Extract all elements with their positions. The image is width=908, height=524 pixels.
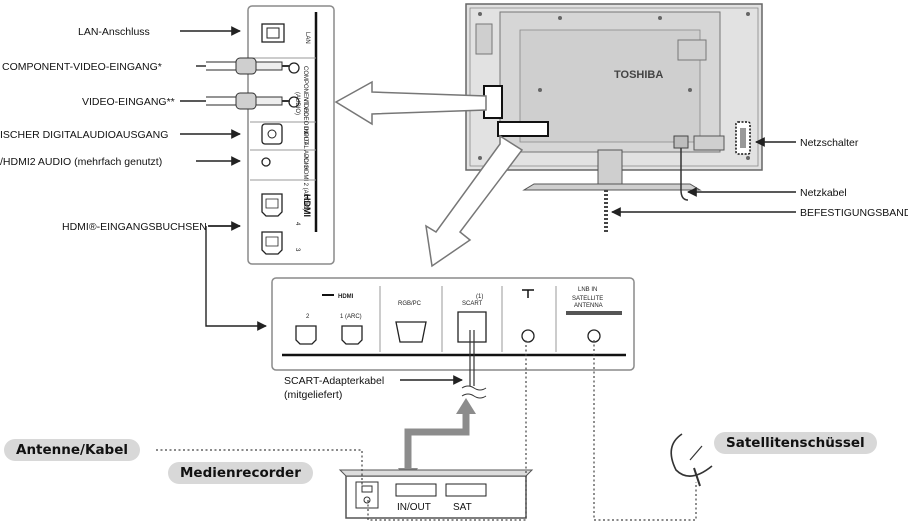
bottom-label-lnb: LNB IN <box>578 287 597 293</box>
tv-back-view: TOSHIBA <box>465 3 763 232</box>
lan-port <box>261 23 285 43</box>
side-label-lan: LAN <box>304 32 310 44</box>
satellite-dish <box>670 433 713 487</box>
digital-audio-port <box>261 123 283 145</box>
scart-port <box>457 311 487 343</box>
power-cable <box>680 148 689 201</box>
badge-satellite-dish: Satellitenschüssel <box>714 432 877 454</box>
bottom-terminal-panel: HDMI 2 1 (ARC) RGB/PC (1) SCART LNB IN S… <box>271 277 635 371</box>
side-port-3: 3 <box>294 248 300 252</box>
video-cable-plug <box>206 92 290 110</box>
bottom-label-scart: SCART <box>462 301 483 307</box>
label-power-switch: Netzschalter <box>800 137 859 149</box>
scart-cable <box>461 330 487 399</box>
side-panel-arrow <box>334 80 487 126</box>
label-strap: BEFESTIGUNGSBAND <box>800 207 908 219</box>
label-hdmi2-audio: /HDMI2 AUDIO (mehrfach genutzt) <box>0 156 162 168</box>
recorder-label-inout: IN/OUT <box>397 502 431 513</box>
label-digital-audio: ISCHER DIGITALAUDIOAUSGANG <box>0 129 168 141</box>
hdmi-port-3 <box>261 231 283 255</box>
component-cable-plug <box>206 57 290 75</box>
badge-media-recorder: Medienrecorder <box>168 462 313 484</box>
label-scart-cable-1: SCART-Adapterkabel <box>284 375 384 387</box>
recorder-scart-sat <box>445 483 487 497</box>
hdmi-port-2 <box>295 325 317 345</box>
bottom-panel-arrow <box>425 134 524 268</box>
side-label-audio: (AUDIO) <box>294 92 300 115</box>
satellite-dotted-cable <box>593 340 697 521</box>
side-label-component: COMPONENT VIDEO INPUT <box>302 66 308 145</box>
bottom-label-scart-num: (1) <box>476 294 483 300</box>
antenna-port <box>521 329 535 343</box>
hdmi-port-4 <box>261 193 283 217</box>
label-hdmi-inputs: HDMI®-EINGANGSBUCHSEN <box>62 221 207 233</box>
recorder-scart-inout <box>395 483 437 497</box>
hdmi-port-1-arc <box>341 325 363 345</box>
label-scart-cable-2: (mitgeliefert) <box>284 389 342 401</box>
component-video-jack <box>288 62 300 74</box>
side-port-4: 4 <box>294 222 300 226</box>
pc-hdmi2-audio-jack <box>261 157 271 167</box>
bottom-label-hdmi: HDMI <box>338 294 354 300</box>
recorder-label-sat: SAT <box>453 502 472 513</box>
bottom-label-rgbpc: RGB/PC <box>398 301 422 307</box>
label-power-cable: Netzkabel <box>800 187 847 199</box>
scart-link-arrow <box>404 412 470 470</box>
rgb-pc-port <box>395 321 427 343</box>
side-label-digital: DIGITAL AUDIO <box>302 126 308 169</box>
side-label-video: VIDEO <box>302 98 308 117</box>
label-video: VIDEO-EINGANG** <box>82 96 175 108</box>
bottom-label-satellite: SATELLITE <box>572 296 603 302</box>
tv-bottom-terminal <box>497 121 549 137</box>
badge-antenna-cable: Antenne/Kabel <box>4 439 140 461</box>
side-label-pc-hdmi: PC/ HDMI 2 (AUDIO) <box>302 154 308 211</box>
bottom-label-antenna: ANTENNA <box>574 303 603 309</box>
media-recorder: IN/OUT SAT <box>338 469 534 519</box>
bottom-port-2: 2 <box>306 314 310 320</box>
antenna-dotted-cable <box>156 340 527 521</box>
bottom-port-1: 1 (ARC) <box>340 314 362 320</box>
side-terminal-panel: LAN COMPONENT VIDEO INPUT VIDEO (AUDIO) … <box>247 5 335 265</box>
label-lan: LAN-Anschluss <box>78 26 150 38</box>
side-hdmi-logo: HDMI <box>302 194 312 217</box>
tv-brand: TOSHIBA <box>614 69 663 81</box>
label-component-video: COMPONENT-VIDEO-EINGANG* <box>2 61 162 73</box>
